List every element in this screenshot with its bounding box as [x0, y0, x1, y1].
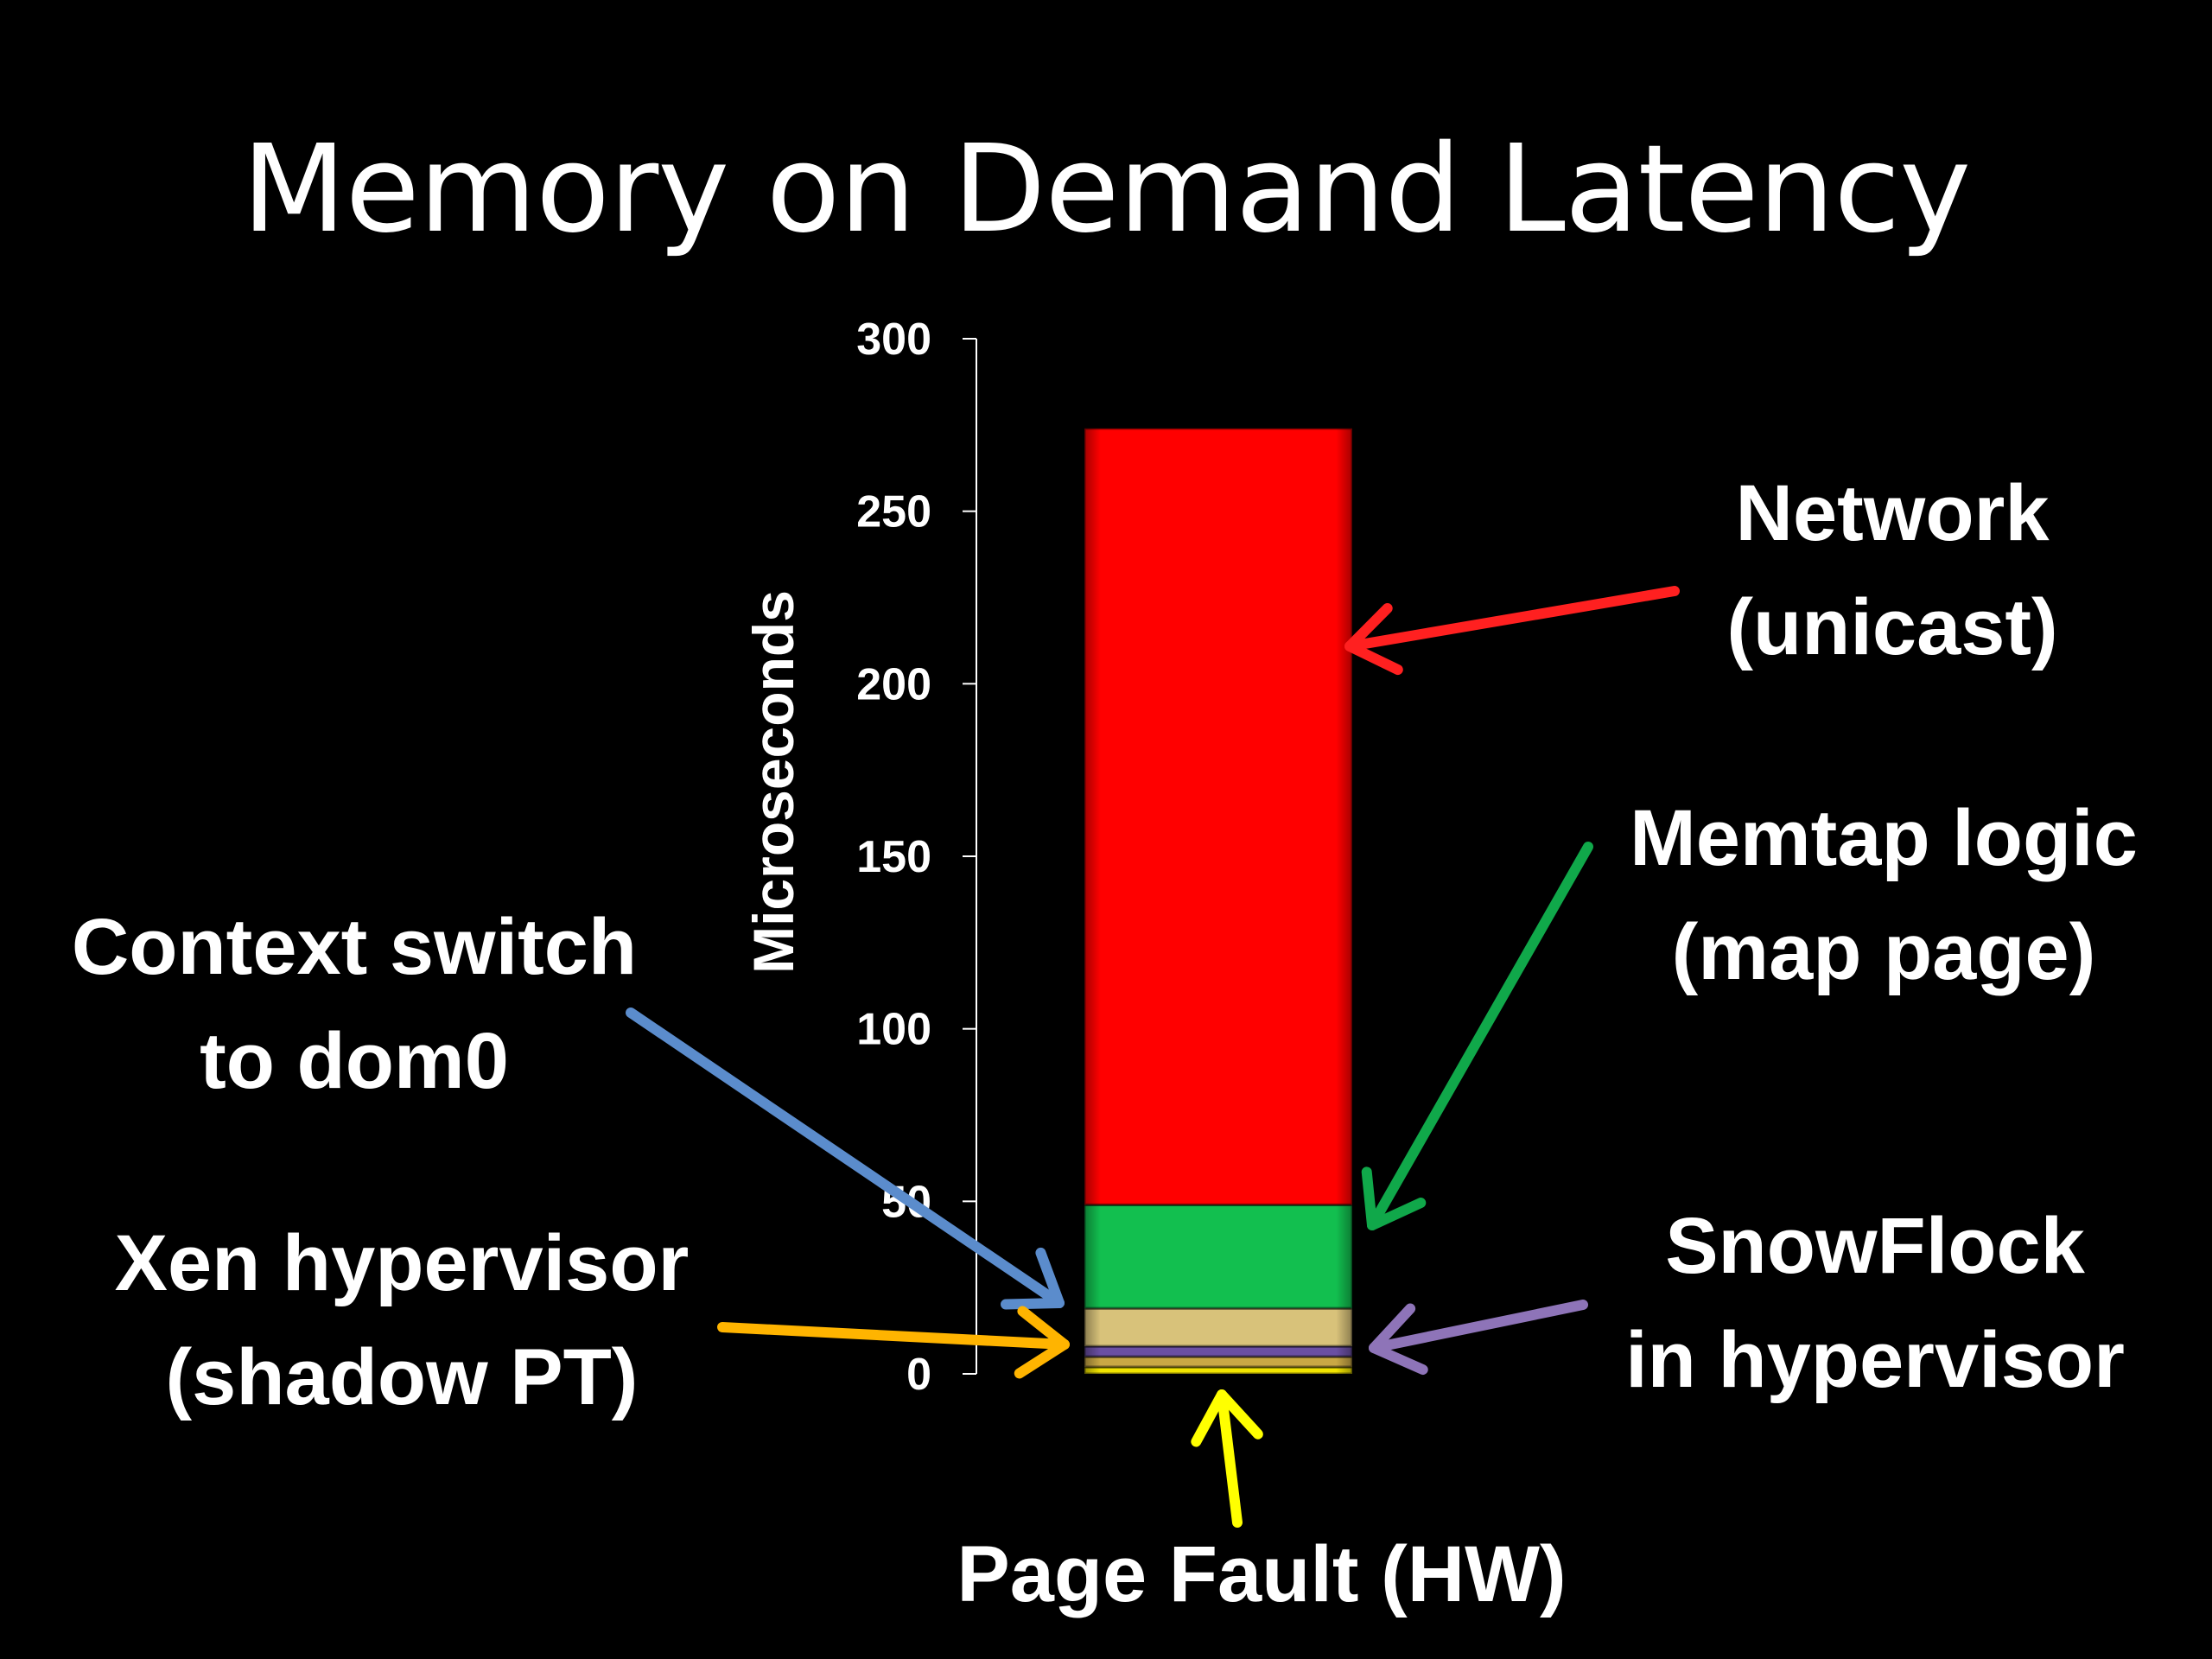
annotation-snowflock-line1: SnowFlock [1665, 1202, 2085, 1290]
annotation-memtap: Memtap logic (map page) [1581, 781, 2186, 1009]
annotation-snowflock: SnowFlock in hypervisor [1573, 1189, 2177, 1417]
bar-segment-shade [1084, 1308, 1352, 1347]
annotation-memtap-line2: (map page) [1671, 908, 2096, 996]
y-tick-label: 100 [856, 1005, 931, 1055]
memtap-arrow [1361, 842, 1593, 1230]
bar-segment-shade [1084, 1205, 1352, 1309]
annotation-context-line2: to dom0 [200, 1017, 509, 1105]
page-fault-arrow [1191, 1389, 1263, 1528]
y-tick-label: 250 [856, 487, 931, 537]
annotation-pagefault-line1: Page Fault (HW) [957, 1530, 1567, 1618]
bar-segment-shade [1084, 1346, 1352, 1357]
y-axis: 050100150200250300Microseconds [741, 315, 977, 1400]
chart-title: Memory on Demand Latency [241, 119, 1971, 260]
xen-arrow [717, 1306, 1070, 1379]
annotation-page-fault: Page Fault (HW) [933, 1517, 1590, 1631]
annotation-network-line1: Network [1735, 469, 2050, 557]
annotation-xen-line1: Xen hypervisor [114, 1219, 690, 1307]
bar-stack [1083, 427, 1354, 1376]
annotation-context-line1: Context switch [71, 903, 638, 991]
y-tick-label: 300 [856, 315, 931, 365]
network-arrow [1344, 586, 1680, 676]
bar-segment-shade [1084, 1357, 1352, 1368]
context-switch-arrow [626, 1007, 1065, 1310]
y-tick-label: 0 [906, 1350, 931, 1400]
annotation-network: Network (unicast) [1668, 456, 2117, 684]
annotation-arrows [626, 586, 1680, 1528]
bar-segment-shade [1084, 428, 1352, 1205]
y-tick-label: 200 [856, 659, 931, 709]
y-tick-label: 150 [856, 832, 931, 882]
annotation-xen-line2: (shadow PT) [165, 1333, 639, 1421]
bar-segment-shade [1084, 1367, 1352, 1374]
annotation-snowflock-line2: in hypervisor [1625, 1316, 2125, 1404]
annotation-context-switch: Context switch to dom0 [52, 890, 657, 1118]
annotation-memtap-line1: Memtap logic [1630, 794, 2138, 882]
y-axis-label: Microseconds [741, 590, 805, 974]
annotation-xen-hypervisor: Xen hypervisor (shadow PT) [78, 1206, 726, 1434]
annotation-network-line2: (unicast) [1726, 583, 2058, 671]
snowflock-arrow [1369, 1300, 1588, 1376]
